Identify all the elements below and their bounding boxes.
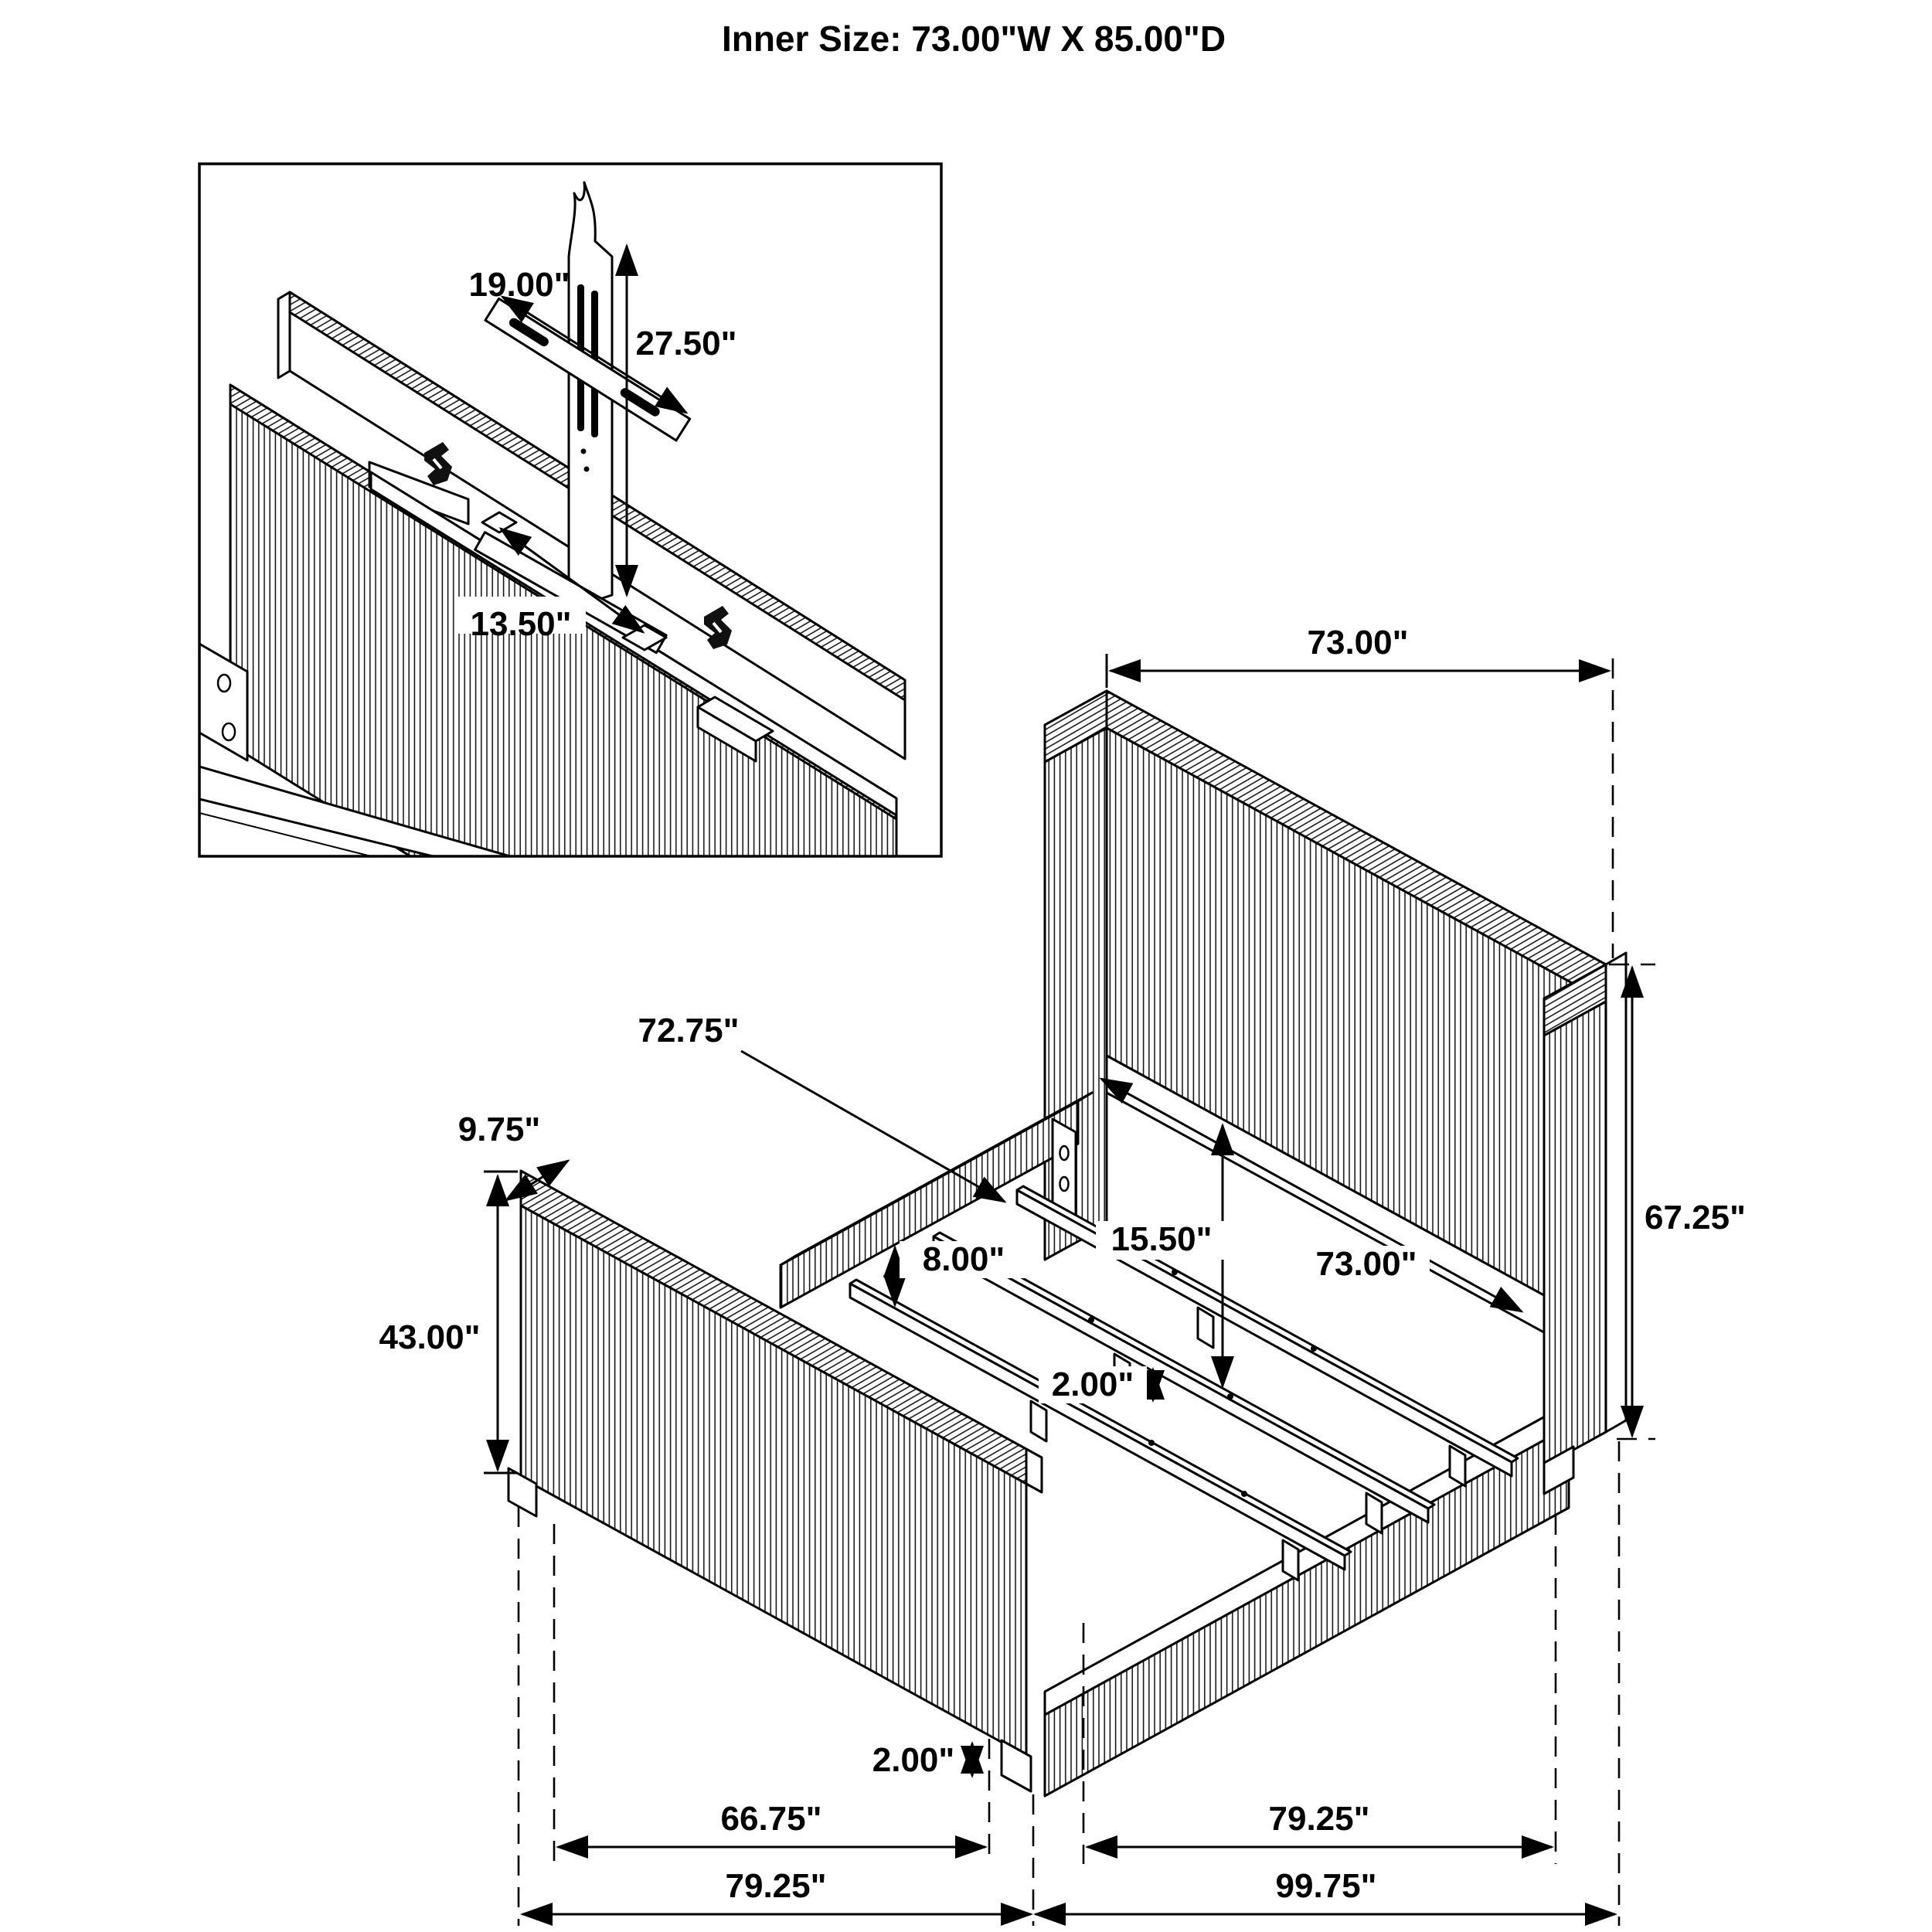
footboard-corner-leg <box>1000 1739 1032 1793</box>
dim-inner-width-label: 73.00" <box>1316 1245 1417 1283</box>
dim-side-span-label: 79.25" <box>1269 1800 1370 1838</box>
inset-notch <box>368 461 470 526</box>
dim-rail-length-label: 72.75" <box>638 1012 740 1049</box>
slat-leg <box>1448 1444 1467 1488</box>
footboard-cap-end <box>1025 1447 1043 1494</box>
dim-bracket-offset-line <box>498 527 645 634</box>
inset-pad-left <box>481 511 518 534</box>
dim-headboard-height: 67.25" <box>1609 963 1746 1440</box>
slats <box>849 1185 1519 1582</box>
dim-footboard-outer-width: 79.25" <box>520 1867 1033 1926</box>
inset-back-panel-end <box>277 291 291 379</box>
left-rail-band <box>779 1100 1080 1309</box>
inset-side-rail <box>199 765 512 856</box>
left-rail <box>779 1091 1094 1309</box>
dim-bracket-width-line <box>500 295 689 414</box>
slat-leg <box>1029 1400 1048 1443</box>
dim-headboard-clearance-label: 15.50" <box>1111 1220 1213 1258</box>
right-rail-band <box>1043 1425 1570 1798</box>
inset-box-border <box>198 162 943 858</box>
right-rail <box>1043 1402 1570 1798</box>
dim-bracket-offset-label: 13.50" <box>471 605 572 643</box>
mount-clip-icon <box>424 442 452 485</box>
dim-footboard-inner-width-label: 66.75" <box>721 1800 822 1838</box>
dim-side-span: 79.25" <box>1085 1800 1554 1859</box>
footboard-left-leg <box>507 1467 538 1518</box>
dim-footboard-outer-width-label: 79.25" <box>726 1867 827 1905</box>
slat-leg <box>1365 1492 1383 1535</box>
dim-overall-length: 99.75" <box>1033 1867 1617 1926</box>
headboard-right-wing <box>1543 963 1607 1495</box>
dim-footboard-depth-label: 9.75" <box>458 1111 541 1148</box>
footboard <box>507 1169 1043 1793</box>
slat <box>849 1278 1352 1571</box>
dimensions: 73.00" 67.25" 72.75" 9.75" <box>379 624 1746 1926</box>
dim-slat-thickness-label: 2.00" <box>1052 1366 1134 1403</box>
dim-leg-height: 2.00" <box>872 1741 984 1779</box>
dim-headboard-width: 73.00" <box>1105 624 1614 958</box>
dim-mount-height-label: 27.50" <box>636 325 737 362</box>
mount-clip-icon <box>704 606 732 649</box>
dim-rail-length: 72.75" <box>638 1012 1007 1203</box>
bed-frame: 73.00" 67.25" 72.75" 9.75" <box>379 624 1746 1926</box>
slat-leg <box>1281 1539 1300 1582</box>
dim-footboard-height-label: 43.00" <box>379 1318 481 1356</box>
inset-detail: 19.00" 27.50" 13.50" <box>198 162 943 858</box>
dim-rail-to-slat: 8.00" <box>883 1240 1029 1308</box>
dim-headboard-height-label: 67.25" <box>1645 1199 1746 1236</box>
right-wing-foot <box>1543 1445 1575 1495</box>
dim-inner-width: 73.00" <box>1099 1077 1524 1313</box>
slat-leg <box>1196 1306 1215 1349</box>
dim-leg-height-label: 2.00" <box>872 1741 955 1779</box>
dim-footboard-depth: 9.75" <box>458 1111 570 1202</box>
headboard-rear-edge <box>1604 951 1628 1434</box>
footboard-panel <box>519 1204 1028 1757</box>
dim-footboard-inner-width: 66.75" <box>556 1800 988 1859</box>
dim-slat-thickness: 2.00" <box>1039 1366 1165 1403</box>
dim-rail-to-slat-label: 8.00" <box>923 1240 1005 1278</box>
dim-footboard-height: 43.00" <box>379 1170 518 1475</box>
dim-overall-length-label: 99.75" <box>1276 1867 1377 1905</box>
slat <box>932 1231 1436 1524</box>
dim-bracket-width-label: 19.00" <box>469 266 570 304</box>
inset-pad-block-front <box>696 706 757 763</box>
page-title: Inner Size: 73.00"W X 85.00"D <box>722 19 1226 59</box>
dim-headboard-width-label: 73.00" <box>1308 624 1409 662</box>
